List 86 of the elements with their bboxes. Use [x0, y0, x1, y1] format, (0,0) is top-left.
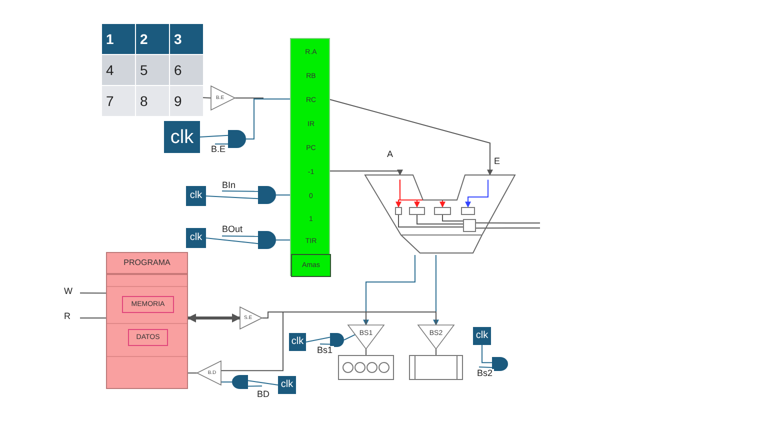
buffer-triangle — [348, 325, 384, 349]
wire — [214, 144, 228, 145]
table-cell: 1 — [102, 24, 135, 54]
clock-label: clk — [280, 380, 294, 390]
buffer-triangle — [418, 325, 454, 349]
memory-section — [122, 296, 174, 313]
display-drawing — [338, 355, 394, 380]
clock-box — [473, 327, 491, 345]
table-cell: 6 — [170, 55, 203, 85]
and-gate — [330, 333, 344, 347]
wire — [222, 236, 258, 237]
data-table — [102, 24, 203, 116]
block-heading: PROGRAMA — [124, 259, 170, 267]
buffer-triangle — [240, 307, 262, 329]
wire — [476, 228, 540, 229]
memory-section — [128, 329, 168, 346]
table-cell: 7 — [102, 86, 135, 116]
wire — [248, 380, 278, 386]
table-cell: 4 — [102, 55, 135, 85]
wire — [320, 344, 330, 345]
alu-trapezoid — [365, 175, 515, 255]
function-box — [461, 207, 475, 215]
table-cell: 5 — [136, 55, 169, 85]
and-gate — [228, 130, 246, 148]
wire — [206, 238, 258, 244]
signal-label: BD — [256, 390, 271, 399]
clock-box — [278, 376, 296, 394]
arrow — [433, 254, 439, 326]
signal-label: A — [386, 150, 394, 159]
function-box — [395, 207, 402, 215]
wire — [222, 190, 258, 192]
arrow — [465, 179, 488, 208]
register-box — [409, 355, 463, 380]
table-cell: 9 — [170, 86, 203, 116]
function-box — [434, 207, 451, 215]
arrow — [187, 314, 241, 323]
wire — [80, 318, 106, 319]
wire — [276, 194, 292, 196]
wire — [478, 366, 492, 368]
buffer-triangle — [211, 86, 235, 110]
signal-label: BOut — [221, 225, 244, 234]
wire — [398, 214, 464, 228]
clock-box — [186, 186, 206, 206]
table-cell: 3 — [170, 24, 203, 54]
wire — [344, 334, 356, 340]
register-bank — [290, 38, 330, 276]
register-box — [291, 254, 331, 277]
table-cell: 2 — [136, 24, 169, 54]
wire — [416, 214, 464, 224]
clock-label: clk — [190, 233, 202, 243]
buffer-triangle — [197, 361, 221, 385]
signal-label: Bs2 — [476, 369, 494, 378]
clock-label: clk — [190, 191, 202, 201]
wire — [442, 214, 464, 222]
clock-label: clk — [476, 331, 488, 341]
wire — [220, 312, 284, 372]
memory-block — [106, 252, 188, 389]
wire — [202, 97, 212, 98]
function-box — [409, 207, 425, 215]
clock-box — [186, 228, 206, 248]
wire — [482, 344, 492, 364]
and-gate — [258, 231, 276, 249]
wire — [80, 292, 106, 294]
and-gate — [492, 357, 508, 371]
clock-label: clk — [170, 128, 194, 146]
multiplexer-box — [463, 219, 476, 232]
and-gate — [258, 186, 276, 204]
wire — [200, 134, 228, 138]
wire — [306, 336, 330, 342]
clock-box — [289, 333, 306, 351]
wire — [188, 372, 198, 374]
and-gate — [232, 375, 248, 389]
signal-label: B.E — [210, 145, 227, 154]
table-cell: 8 — [136, 86, 169, 116]
signal-label: Bs1 — [316, 346, 334, 355]
signal-label: R — [63, 312, 72, 321]
signal-label: BIn — [221, 181, 237, 190]
arrow — [363, 254, 416, 326]
signal-label: E — [493, 157, 502, 166]
wire — [246, 98, 292, 140]
signal-label: W — [63, 287, 74, 296]
wire — [206, 196, 258, 200]
clock-label: clk — [291, 337, 304, 347]
clock-box — [164, 121, 200, 153]
wire — [476, 222, 540, 224]
wire — [248, 386, 262, 387]
